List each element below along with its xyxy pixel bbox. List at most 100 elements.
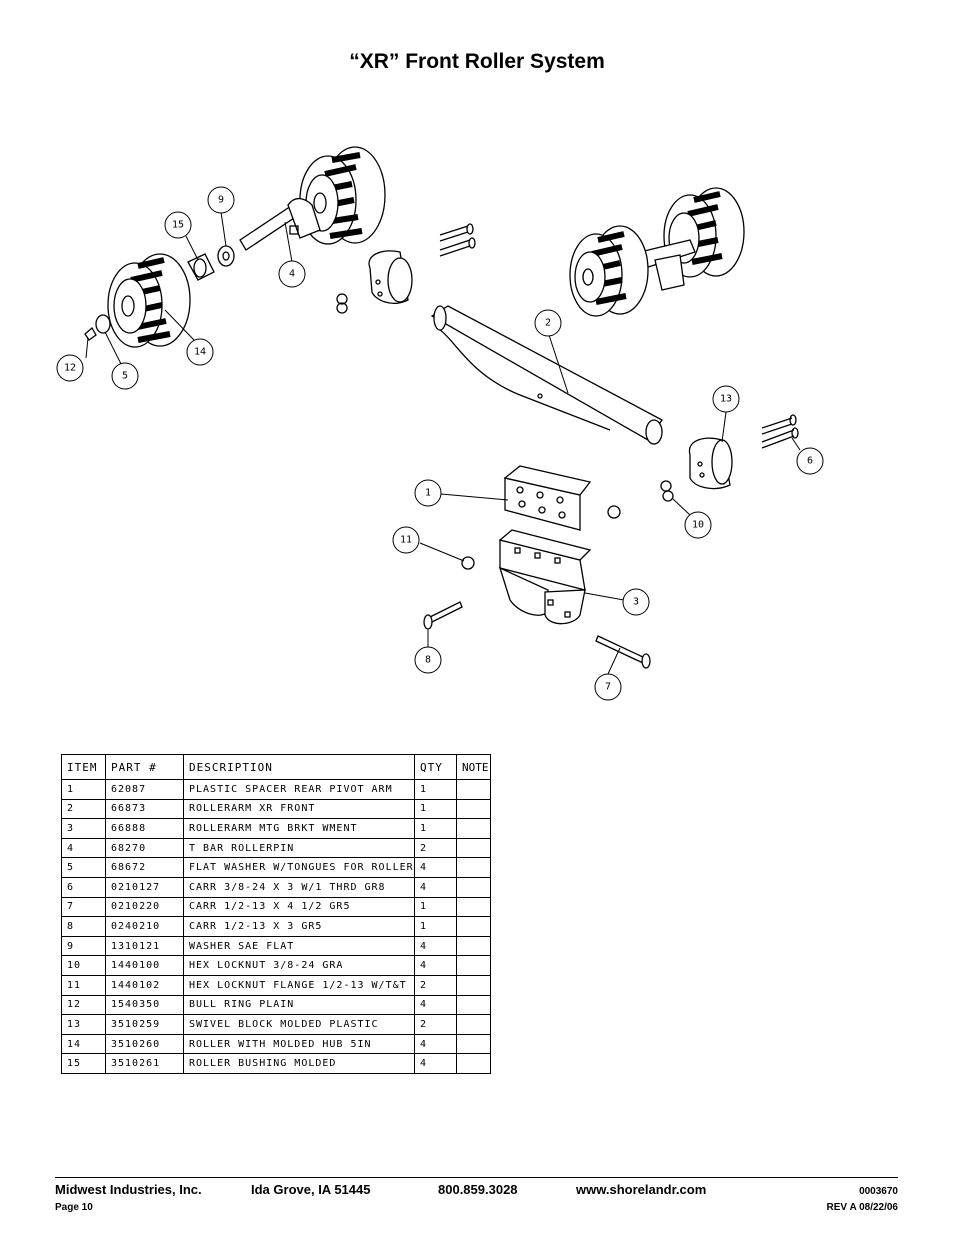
cell-qty: 4 xyxy=(414,1053,457,1074)
callout-leaders xyxy=(85,211,801,675)
cell-qty: 4 xyxy=(414,1033,457,1055)
footer-website: www.shorelandr.com xyxy=(576,1182,707,1197)
cell-item: 14 xyxy=(61,1033,106,1055)
cell-note xyxy=(456,1033,491,1055)
callout-label: 11 xyxy=(400,535,412,546)
callout-label: 3 xyxy=(633,597,639,608)
cell-note xyxy=(456,974,491,996)
swivel-block-13 xyxy=(688,437,733,490)
cell-description: ROLLERARM MTG BRKT WMENT xyxy=(183,818,415,839)
callout-label: 7 xyxy=(605,682,611,693)
cell-qty: 1 xyxy=(414,798,457,820)
cell-item: 11 xyxy=(61,974,106,996)
cell-part-number: 1540350 xyxy=(105,994,184,1016)
callout-label: 8 xyxy=(425,655,431,666)
cell-qty: 2 xyxy=(414,1014,457,1035)
locknut-mid xyxy=(607,505,621,519)
cell-item: 3 xyxy=(61,818,106,839)
cell-part-number: 66873 xyxy=(105,798,184,820)
callout-label: 13 xyxy=(720,394,732,405)
cell-note xyxy=(456,876,491,898)
callout-label: 9 xyxy=(218,195,224,206)
cell-qty: 1 xyxy=(414,916,457,937)
cell-item: 4 xyxy=(61,837,106,859)
footer-revision: REV A 08/22/06 xyxy=(826,1202,898,1213)
callout-circles xyxy=(56,186,824,701)
cell-description: ROLLER BUSHING MOLDED xyxy=(183,1053,415,1074)
carriage-bolts-right xyxy=(761,414,799,449)
cell-description: ROLLERARM XR FRONT xyxy=(183,798,415,820)
cell-note xyxy=(456,798,491,820)
column-header-item: ITEM xyxy=(61,754,106,780)
tongue-washer xyxy=(95,314,111,334)
cell-qty: 2 xyxy=(414,974,457,996)
cell-item: 6 xyxy=(61,876,106,898)
cell-qty: 2 xyxy=(414,837,457,859)
cell-description: CARR 1/2-13 X 4 1/2 GR5 xyxy=(183,896,415,918)
cell-note xyxy=(456,994,491,1016)
footer-company: Midwest Industries, Inc. xyxy=(55,1182,202,1197)
roller-assembly-left xyxy=(84,146,386,348)
callout-label: 5 xyxy=(122,371,128,382)
roller-bushing xyxy=(187,253,215,281)
t-bar-rollerpin xyxy=(239,197,321,251)
cell-part-number: 3510260 xyxy=(105,1033,184,1055)
cell-note xyxy=(456,1053,491,1074)
cell-item: 2 xyxy=(61,798,106,820)
cell-qty: 1 xyxy=(414,896,457,918)
cell-qty: 4 xyxy=(414,857,457,878)
cell-note xyxy=(456,916,491,937)
footer-doc-number: 0003670 xyxy=(859,1186,898,1197)
cell-part-number: 1440100 xyxy=(105,955,184,976)
cell-note xyxy=(456,935,491,957)
cell-part-number: 68270 xyxy=(105,837,184,859)
callout-label: 6 xyxy=(807,456,813,467)
column-header-part: PART # xyxy=(105,754,184,780)
flange-locknut xyxy=(461,556,475,570)
footer-page-number: Page 10 xyxy=(55,1202,93,1213)
cell-description: SWIVEL BLOCK MOLDED PLASTIC xyxy=(183,1014,415,1035)
cell-description: T BAR ROLLERPIN xyxy=(183,837,415,859)
cell-qty: 1 xyxy=(414,818,457,839)
cell-part-number: 1310121 xyxy=(105,935,184,957)
cell-item: 7 xyxy=(61,896,106,918)
callout-label: 15 xyxy=(172,220,184,231)
cell-description: WASHER SAE FLAT xyxy=(183,935,415,957)
cell-note xyxy=(456,857,491,878)
cell-qty: 4 xyxy=(414,994,457,1016)
callout-label: 12 xyxy=(64,363,76,374)
carriage-bolt-8 xyxy=(423,601,463,630)
swivel-block-top xyxy=(368,250,413,304)
flat-washer-9 xyxy=(217,245,235,267)
footer-city: Ida Grove, IA 51445 xyxy=(251,1182,371,1197)
column-header-description: DESCRIPTION xyxy=(183,754,415,780)
roller-assembly-right xyxy=(569,187,745,317)
cell-qty: 4 xyxy=(414,955,457,976)
callout-label: 10 xyxy=(692,520,704,531)
cell-qty: 4 xyxy=(414,935,457,957)
cell-part-number: 0210220 xyxy=(105,896,184,918)
column-header-note: NOTE xyxy=(456,754,491,780)
cell-item: 13 xyxy=(61,1014,106,1035)
table-header-row: ITEM PART # DESCRIPTION QTY NOTE xyxy=(61,754,491,780)
callout-label: 1 xyxy=(425,488,431,499)
cell-note xyxy=(456,779,491,800)
callout-label: 14 xyxy=(194,347,206,358)
carriage-bolts-top xyxy=(439,223,476,257)
cell-item: 9 xyxy=(61,935,106,957)
cell-item: 5 xyxy=(61,857,106,878)
cell-item: 10 xyxy=(61,955,106,976)
cell-part-number: 3510261 xyxy=(105,1053,184,1074)
